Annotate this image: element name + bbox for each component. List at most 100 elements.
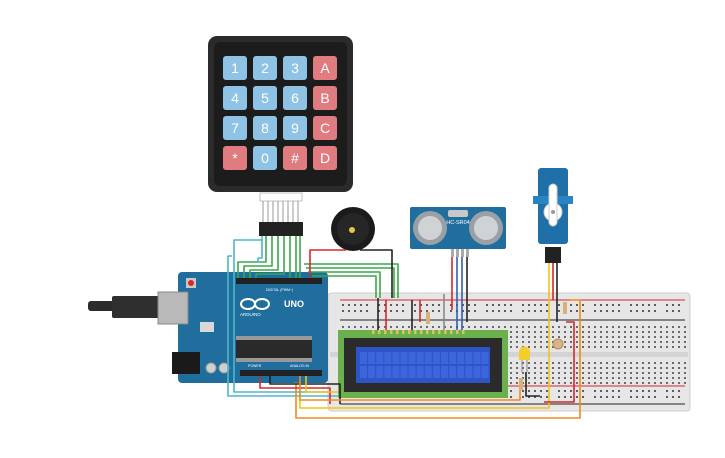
keypad-key-4[interactable]: 4 bbox=[223, 86, 247, 110]
keypad-key-star[interactable]: * bbox=[223, 146, 247, 170]
arduino-logo bbox=[240, 298, 270, 310]
wire-buzzer-red bbox=[309, 249, 346, 278]
power-label: POWER bbox=[248, 364, 262, 368]
yellow-led[interactable] bbox=[519, 346, 530, 373]
keypad-key-0[interactable]: 0 bbox=[253, 146, 277, 170]
usb-socket bbox=[157, 291, 189, 325]
keypad-connector bbox=[259, 222, 303, 236]
servo-screw bbox=[551, 210, 555, 214]
wire-orange-long bbox=[295, 299, 581, 419]
keypad-key-label: C bbox=[320, 120, 330, 136]
power-analog-header bbox=[240, 370, 322, 376]
keypad-key-label: 1 bbox=[231, 60, 239, 76]
keypad-key-B[interactable]: B bbox=[313, 86, 337, 110]
keypad-key-hash[interactable]: # bbox=[283, 146, 307, 170]
buzzer[interactable] bbox=[331, 207, 375, 251]
keypad-key-label: 7 bbox=[231, 120, 239, 136]
wires bbox=[227, 236, 581, 419]
ultrasonic-pins bbox=[451, 249, 469, 257]
wire-keypad-3 bbox=[249, 236, 279, 278]
keypad-key-C[interactable]: C bbox=[313, 116, 337, 140]
keypad-keys[interactable]: 1 2 3 A 4 5 6 B 7 8 9 C * 0 # D bbox=[223, 56, 337, 170]
servo-connector bbox=[545, 247, 561, 263]
keypad-key-label: A bbox=[320, 60, 330, 76]
usb-plug-tip bbox=[88, 301, 118, 311]
keypad-key-label: 9 bbox=[291, 120, 299, 136]
keypad-ribbon bbox=[259, 192, 303, 202]
keypad-key-A[interactable]: A bbox=[313, 56, 337, 80]
analog-label: ANALOG IN bbox=[290, 364, 310, 368]
servo-motor[interactable] bbox=[533, 168, 573, 263]
wire-led-gnd bbox=[525, 372, 540, 397]
breadboard-center-channel bbox=[330, 352, 688, 357]
keypad-key-label: B bbox=[320, 90, 329, 106]
keypad-key-7[interactable]: 7 bbox=[223, 116, 247, 140]
wire-buzzer-black bbox=[360, 249, 393, 298]
capacitor-1 bbox=[205, 362, 217, 374]
wire-cyan-2 bbox=[227, 255, 338, 397]
keypad-key-5[interactable]: 5 bbox=[253, 86, 277, 110]
keypad-key-9[interactable]: 9 bbox=[283, 116, 307, 140]
led-dome bbox=[519, 346, 530, 360]
wire-keypad-1 bbox=[237, 236, 267, 278]
digital-label: DIGITAL (PWM~) bbox=[266, 288, 293, 292]
keypad-key-6[interactable]: 6 bbox=[283, 86, 307, 110]
keypad-key-label: 4 bbox=[231, 90, 239, 106]
keypad-key-label: 0 bbox=[261, 150, 269, 166]
chip-socket-top bbox=[236, 336, 312, 340]
wire-arduino-5v bbox=[259, 376, 331, 404]
reset-button-cap bbox=[188, 280, 194, 286]
keypad-ribbon-lines bbox=[262, 201, 299, 222]
wire-keypad-4 bbox=[255, 236, 285, 278]
atmega-chip bbox=[236, 340, 312, 358]
ultrasonic-crystal bbox=[448, 210, 468, 217]
servo-horn bbox=[548, 183, 558, 227]
keypad-key-label: * bbox=[232, 150, 238, 166]
keypad-key-3[interactable]: 3 bbox=[283, 56, 307, 80]
wire-green-bb-4 bbox=[312, 275, 377, 298]
arduino-uno[interactable]: UNO ARDUINO DIGITAL (PWM~) POWER ANALOG … bbox=[88, 272, 328, 383]
keypad-key-8[interactable]: 8 bbox=[253, 116, 277, 140]
lcd-character-cells bbox=[360, 352, 489, 378]
dc-jack bbox=[172, 352, 200, 374]
wire-green-bb-3 bbox=[308, 271, 381, 298]
digital-header bbox=[236, 278, 322, 284]
keypad-key-label: 5 bbox=[261, 90, 269, 106]
wire-arduino-a0 bbox=[299, 376, 521, 401]
ultrasonic-transducer-right-mesh bbox=[474, 216, 498, 240]
keypad-key-label: # bbox=[291, 150, 299, 166]
usb-plug-body bbox=[112, 296, 160, 318]
keypad-key-label: 3 bbox=[291, 60, 299, 76]
keypad-key-D[interactable]: D bbox=[313, 146, 337, 170]
keypad[interactable]: 1 2 3 A 4 5 6 B 7 8 9 C * 0 # D bbox=[208, 36, 353, 236]
wire-cyan-1 bbox=[233, 239, 332, 393]
keypad-key-label: 8 bbox=[261, 120, 269, 136]
resistor-1 bbox=[426, 312, 430, 324]
wire-green-bb-2 bbox=[306, 267, 395, 298]
capacitor-2 bbox=[218, 362, 230, 374]
wire-ldr-red bbox=[544, 321, 575, 403]
ultrasonic-transducer-left-mesh bbox=[418, 216, 442, 240]
chip-socket-bottom bbox=[236, 358, 312, 362]
keypad-key-label: D bbox=[320, 150, 330, 166]
crystal bbox=[200, 322, 214, 332]
photoresistor[interactable] bbox=[552, 338, 564, 350]
arduino-brand-label: ARDUINO bbox=[240, 312, 261, 317]
ultrasonic-model-label: HC-SR04 bbox=[446, 220, 470, 226]
keypad-key-2[interactable]: 2 bbox=[253, 56, 277, 80]
lcd-pins bbox=[372, 330, 465, 334]
keypad-key-label: 2 bbox=[261, 60, 269, 76]
wire-keypad-2 bbox=[243, 236, 273, 278]
resistor-2 bbox=[519, 378, 523, 390]
wire-arduino-a1 bbox=[305, 376, 338, 393]
buzzer-hole bbox=[349, 227, 355, 233]
ultrasonic-sensor[interactable]: HC-SR04 bbox=[410, 207, 506, 257]
keypad-key-label: 6 bbox=[291, 90, 299, 106]
keypad-key-1[interactable]: 1 bbox=[223, 56, 247, 80]
wire-green-bb-1 bbox=[304, 263, 399, 298]
wire-arduino-gnd bbox=[269, 376, 341, 404]
lcd-display[interactable] bbox=[338, 330, 508, 398]
resistors bbox=[426, 302, 567, 390]
